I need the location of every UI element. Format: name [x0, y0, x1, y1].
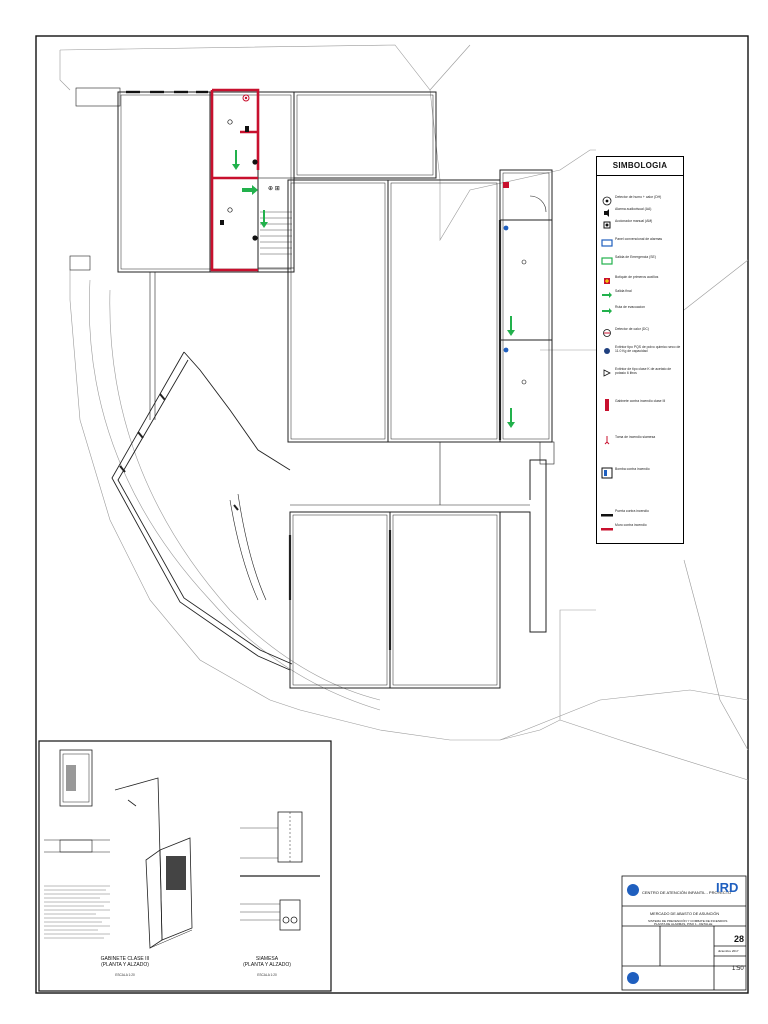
strobe-alarm-icon: [601, 206, 613, 218]
legend-item-label: Extintor de tipo clase K de acetato de p…: [615, 367, 672, 375]
legend-item-label: Bomba contra incendio: [615, 467, 650, 471]
title-block: [621, 875, 747, 991]
legend-item: Salida final: [597, 287, 683, 301]
site-outline: [59, 44, 749, 781]
legend-item: Puerta contra incendio: [597, 507, 683, 521]
cabinet-elevation-drawing: [114, 777, 193, 949]
legend-item: Extintor de tipo clase K de acetato de p…: [597, 365, 683, 379]
legend-item: Accionador manual (AM): [597, 217, 683, 231]
legend-item-label: Accionador manual (AM): [615, 219, 653, 223]
legend-item-label: Toma de incendio siamesa: [615, 435, 656, 439]
logo-text: IRD: [716, 880, 739, 895]
class-k-extinguisher-icon: [601, 366, 613, 378]
smoke-detector-icon: [601, 194, 613, 206]
evacuation-route-arrow-icon: [601, 304, 613, 316]
final-exit-arrow-icon: [601, 288, 613, 300]
cabinet-notes: [44, 885, 110, 939]
legend-box: SIMBOLOGIA Detector de humo + calor (DH)…: [596, 156, 684, 544]
first-aid-kit-icon: [601, 274, 613, 286]
fire-cabinet-icon: [601, 398, 613, 411]
siamese-drawing: [240, 811, 320, 931]
sheet-date: diciembre 2017: [718, 949, 739, 953]
building-block-north: [69, 87, 437, 273]
legend-item-label: Botiquin de primeros auxilios: [615, 275, 659, 279]
legend-item: Detector de humo + calor (DH): [597, 193, 683, 207]
firewall-icon: [601, 522, 613, 534]
fire-pump-icon: [601, 466, 613, 479]
legend-item-label: Muro contra incendio: [615, 523, 647, 527]
legend-item-label: Detector de humo + calor (DH): [615, 195, 662, 199]
legend-item-label: Ruta de evacuacion: [615, 305, 645, 309]
sheet-number: 28: [734, 934, 745, 944]
legend-item-label: Salida final: [615, 289, 632, 293]
building-wing-curved: [111, 351, 293, 671]
cabinet-title: GABINETE CLASE III (PLANTA Y ALZADO) ESC…: [80, 956, 170, 977]
legend-item: Bomba contra incendio: [597, 465, 683, 479]
siamese-scale-text: ESCALA 1:20: [257, 973, 277, 977]
legend-item: Ruta de evacuacion: [597, 303, 683, 317]
legend-item: Detector de calor (DC): [597, 325, 683, 339]
alarm-panel-icon: [601, 236, 613, 248]
east-strip-symbols: [503, 182, 527, 428]
sheet-scale: 1:50: [732, 966, 744, 972]
legend-item-label: Detector de calor (DC): [615, 327, 649, 331]
cabinet-subtitle-text: (PLANTA Y ALZADO): [101, 962, 149, 968]
legend-item: Botiquin de primeros auxilios: [597, 273, 683, 287]
legend-item: Muro contra incendio: [597, 521, 683, 535]
legend-item-label: Alarma audiovisual (AA): [615, 207, 652, 211]
legend-item-label: Panel convencional de alarmas: [615, 237, 663, 241]
pqs-extinguisher-icon: [601, 344, 613, 356]
siamese-connection-icon: [601, 434, 613, 446]
legend-item: Gabinete contra incendio clase III: [597, 397, 683, 411]
building-block-east: [498, 169, 555, 465]
legend-item: Toma de incendio siamesa: [597, 433, 683, 447]
building-block-central: [149, 179, 501, 443]
legend-item-label: Puerta contra incendio: [615, 509, 649, 513]
siamese-title: SIAMESA (PLANTA Y ALZADO) ESCALA 1:20: [222, 956, 312, 977]
legend-item-label: Gabinete contra incendio clase III: [615, 399, 666, 403]
legend-item: Extintor tipo PQS de polvo quimico seco …: [597, 343, 683, 357]
building-block-south: [288, 442, 547, 689]
drawing-subtitle: PLANTA DE ALARMAS, PISO 1 - DETALLE: [654, 922, 713, 926]
sheet-border: [35, 35, 749, 994]
north-room-symbols: ⊕ ⊞: [220, 94, 280, 241]
market-subtitle: MERCADO DE ABASTO DE ASUNCIÓN: [650, 912, 720, 916]
drawing-title: SISTEMA DE PREVENCIÓN Y COMBATE DE INCEN…: [648, 919, 728, 923]
legend-item: Alarma audiovisual (AA): [597, 205, 683, 219]
cabinet-plan-drawing: [44, 749, 110, 853]
emergency-exit-sign-icon: [601, 254, 613, 266]
fire-door-icon: [601, 508, 613, 520]
project-title: CENTRO DE ATENCIÓN INFANTIL - PROYECTO: [642, 890, 732, 895]
cabinet-title-text: GABINETE CLASE III: [100, 956, 150, 962]
fire-rated-walls: [210, 88, 260, 272]
legend-item: Salida de Emergencia (SE): [597, 253, 683, 267]
svg-text:⊕ ⊞: ⊕ ⊞: [268, 186, 280, 192]
legend-item: Panel convencional de alarmas: [597, 235, 683, 249]
legend-title: SIMBOLOGIA: [597, 157, 683, 176]
legend-item-label: Salida de Emergencia (SE): [615, 255, 656, 259]
heat-detector-icon: [601, 326, 613, 338]
siamese-subtitle-text: (PLANTA Y ALZADO): [243, 962, 291, 968]
manual-pull-station-icon: [601, 218, 613, 230]
cabinet-scale-text: ESCALA 1:20: [115, 973, 135, 977]
siamese-title-text: SIAMESA: [255, 956, 279, 962]
legend-item-label: Extintor tipo PQS de polvo quimico seco …: [615, 345, 681, 353]
